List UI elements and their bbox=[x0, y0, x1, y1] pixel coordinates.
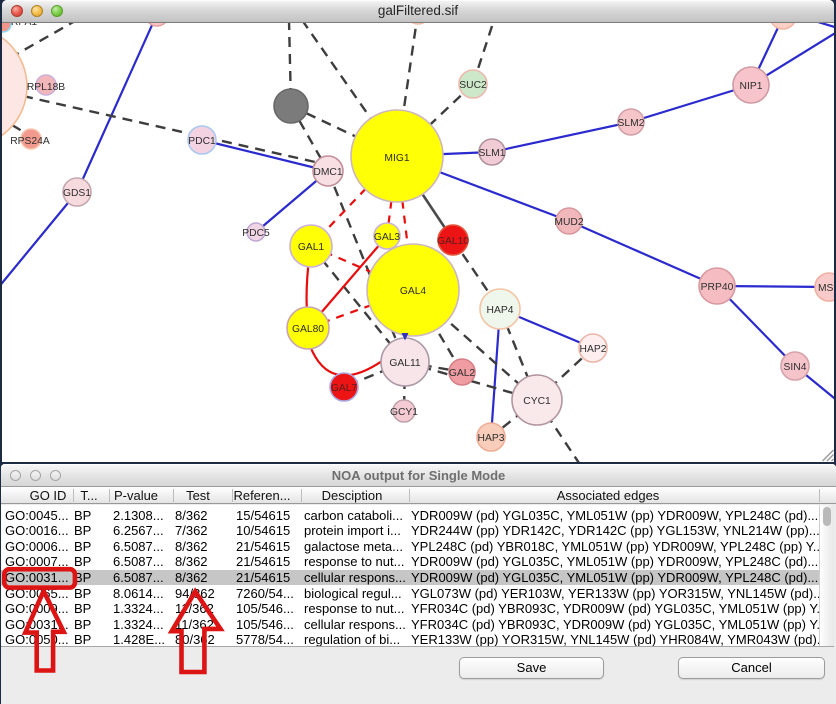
svg-text:MUD2: MUD2 bbox=[554, 217, 583, 228]
svg-text:SLM2: SLM2 bbox=[618, 118, 645, 129]
svg-text:GAL80: GAL80 bbox=[292, 324, 324, 335]
svg-text:PDC5: PDC5 bbox=[242, 228, 270, 239]
svg-text:CYC1: CYC1 bbox=[523, 396, 551, 407]
svg-text:NIP1: NIP1 bbox=[740, 81, 763, 92]
svg-text:DMC1: DMC1 bbox=[313, 167, 342, 178]
svg-text:GAL2: GAL2 bbox=[449, 368, 476, 379]
svg-text:SLM1: SLM1 bbox=[479, 148, 506, 159]
svg-text:RPL18B: RPL18B bbox=[27, 82, 65, 93]
svg-text:MIG1: MIG1 bbox=[384, 153, 409, 164]
svg-text:MSI1: MSI1 bbox=[818, 283, 834, 294]
svg-text:GAL4: GAL4 bbox=[400, 286, 427, 297]
svg-text:SIN4: SIN4 bbox=[784, 362, 807, 373]
svg-text:PDC1: PDC1 bbox=[188, 136, 216, 147]
svg-text:HAP4: HAP4 bbox=[487, 305, 514, 316]
svg-text:HAP2: HAP2 bbox=[580, 344, 607, 355]
svg-text:GAL1: GAL1 bbox=[298, 242, 325, 253]
svg-text:GDS1: GDS1 bbox=[63, 188, 91, 199]
svg-text:GCY1: GCY1 bbox=[390, 407, 418, 418]
svg-text:GAL10: GAL10 bbox=[437, 236, 469, 247]
svg-text:RPS24A: RPS24A bbox=[10, 136, 50, 147]
svg-text:PRP40: PRP40 bbox=[701, 282, 734, 293]
svg-text:GAL11: GAL11 bbox=[389, 358, 421, 369]
svg-text:GAL7: GAL7 bbox=[331, 383, 358, 394]
svg-text:GAL3: GAL3 bbox=[374, 232, 401, 243]
svg-text:HAP3: HAP3 bbox=[478, 433, 505, 444]
svg-text:RPA1: RPA1 bbox=[11, 23, 37, 28]
svg-text:SUC2: SUC2 bbox=[459, 80, 487, 91]
